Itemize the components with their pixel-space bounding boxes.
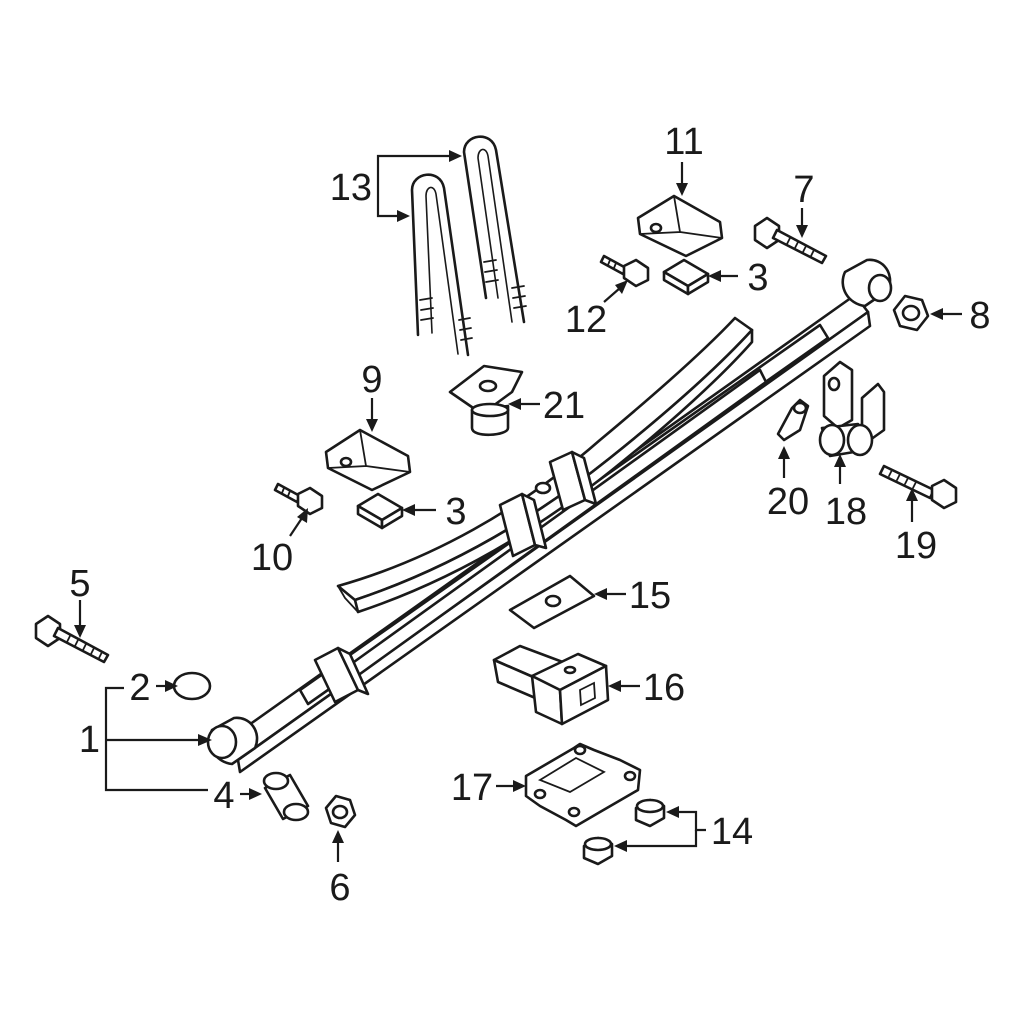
callout-13: 13 [330, 167, 372, 209]
jounce-bumper [448, 364, 524, 437]
callout-19: 19 [895, 525, 937, 567]
callout-1: 1 [79, 719, 100, 761]
callout-5: 5 [69, 563, 90, 605]
callout-12: 12 [565, 299, 607, 341]
spring-plate [524, 742, 642, 828]
spacer-block-left [356, 492, 404, 530]
callout-8: 8 [969, 295, 990, 337]
shackle-bolt [878, 464, 958, 510]
callout-11: 11 [664, 121, 703, 163]
spring-seat-bracket-left [324, 428, 412, 492]
callout-labels: 1 2 3 3 4 5 6 7 8 9 10 11 12 13 14 15 16… [69, 121, 990, 909]
spacer-block-right [662, 258, 710, 296]
axle-spacer-block [492, 644, 610, 726]
callout-7: 7 [793, 169, 814, 211]
plate-nuts [582, 798, 666, 866]
callout-20: 20 [767, 481, 809, 523]
callout-16: 16 [643, 667, 685, 709]
spring-seat-bracket-right [636, 194, 724, 258]
callout-10: 10 [251, 537, 293, 579]
u-bolts [410, 135, 527, 357]
bracket-bolt-left [273, 482, 324, 516]
front-bolt [34, 614, 110, 664]
bracket-clip [776, 398, 810, 442]
callout-3-rear: 3 [747, 257, 768, 299]
callout-17: 17 [451, 767, 493, 809]
callout-14: 14 [711, 811, 753, 853]
rear-nut [892, 294, 930, 332]
callout-18: 18 [825, 491, 867, 533]
callout-6: 6 [329, 867, 350, 909]
bushing-cap [172, 671, 212, 701]
bracket-bolt-right [599, 254, 650, 288]
leader-lines [74, 150, 962, 862]
front-nut [324, 794, 357, 829]
callout-15: 15 [629, 575, 671, 617]
callout-21: 21 [543, 385, 585, 427]
bushing [262, 771, 310, 822]
callout-4: 4 [213, 775, 234, 817]
callout-2: 2 [129, 667, 150, 709]
callout-3-front: 3 [445, 491, 466, 533]
insulator-pad [508, 574, 596, 630]
leaf-spring [206, 258, 893, 774]
callout-9: 9 [361, 359, 382, 401]
rear-bolt [753, 216, 828, 265]
shackle [818, 360, 886, 458]
